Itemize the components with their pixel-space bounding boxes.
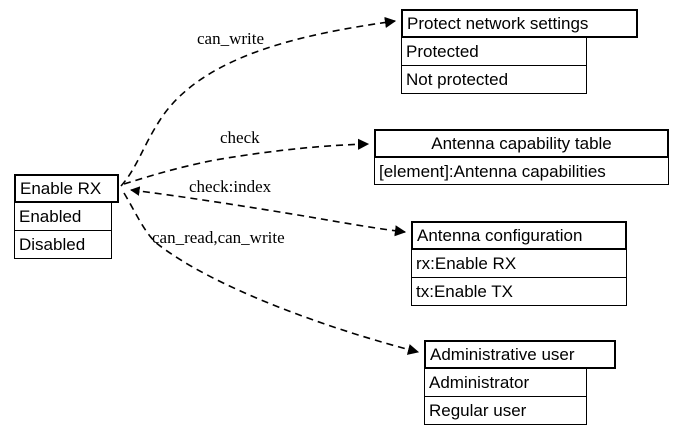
node-protect-network-settings-row-1[interactable]: Not protected bbox=[401, 65, 587, 94]
node-antenna-configuration-row-0[interactable]: rx:Enable RX bbox=[411, 249, 627, 278]
edge-check-index-path bbox=[130, 186, 407, 237]
node-enable-rx-title[interactable]: Enable RX bbox=[14, 174, 119, 203]
node-antenna-configuration-title[interactable]: Antenna configuration bbox=[411, 221, 627, 250]
edge-can-read-can-write-path bbox=[123, 192, 420, 355]
node-antenna-capability-table-row-0[interactable]: [element]:Antenna capabilities bbox=[374, 157, 669, 185]
edge-check-path bbox=[123, 138, 370, 185]
node-enable-rx-row-1[interactable]: Disabled bbox=[14, 230, 112, 259]
node-antenna-capability-table-title[interactable]: Antenna capability table bbox=[374, 129, 669, 158]
node-administrative-user-row-0[interactable]: Administrator bbox=[424, 368, 587, 397]
edge-label-check: check bbox=[220, 128, 260, 147]
edge-label-check-index: check:index bbox=[189, 177, 272, 196]
node-protect-network-settings-row-0[interactable]: Protected bbox=[401, 37, 587, 66]
node-administrative-user-title[interactable]: Administrative user bbox=[424, 340, 616, 369]
node-antenna-configuration-row-1[interactable]: tx:Enable TX bbox=[411, 277, 627, 306]
node-administrative-user-row-1[interactable]: Regular user bbox=[424, 396, 587, 425]
edge-can-write-path bbox=[120, 16, 397, 187]
node-enable-rx-row-0[interactable]: Enabled bbox=[14, 202, 112, 231]
node-protect-network-settings-title[interactable]: Protect network settings bbox=[401, 9, 638, 38]
edge-label-can-write: can_write bbox=[197, 29, 265, 48]
edge-label-can-read-can-write: can_read,can_write bbox=[152, 228, 285, 247]
